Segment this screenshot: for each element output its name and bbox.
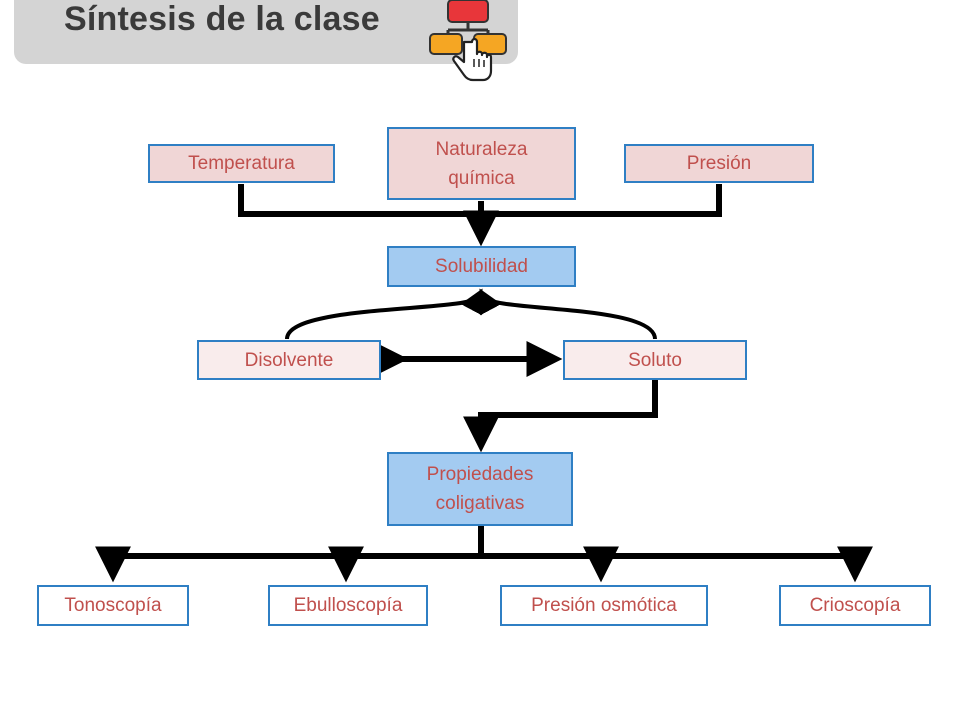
solute-to-properties-arrow [463, 380, 658, 453]
page-title: Síntesis de la clase [64, 0, 380, 38]
node-crioscopia: Crioscopía [779, 585, 931, 626]
node-propiedades-coligativas: Propiedades coligativas [387, 452, 573, 526]
properties-branch-connector [95, 526, 873, 583]
title-bar: Síntesis de la clase [14, 0, 518, 82]
node-presion-osmotica: Presión osmótica [500, 585, 708, 626]
solvent-to-solubility-arrow [285, 288, 483, 340]
factors-to-solubility-connector [238, 184, 722, 247]
node-disolvente: Disolvente [197, 340, 381, 380]
node-soluto: Soluto [563, 340, 747, 380]
solute-to-solubility-arrow [479, 288, 657, 340]
hierarchy-click-icon [429, 0, 507, 82]
node-tonoscopia: Tonoscopía [37, 585, 189, 626]
node-naturaleza-quimica: Naturaleza química [387, 127, 576, 200]
node-ebulloscopia: Ebulloscopía [268, 585, 428, 626]
node-presion: Presión [624, 144, 814, 183]
node-solubilidad: Solubilidad [387, 246, 576, 287]
node-temperatura: Temperatura [148, 144, 335, 183]
